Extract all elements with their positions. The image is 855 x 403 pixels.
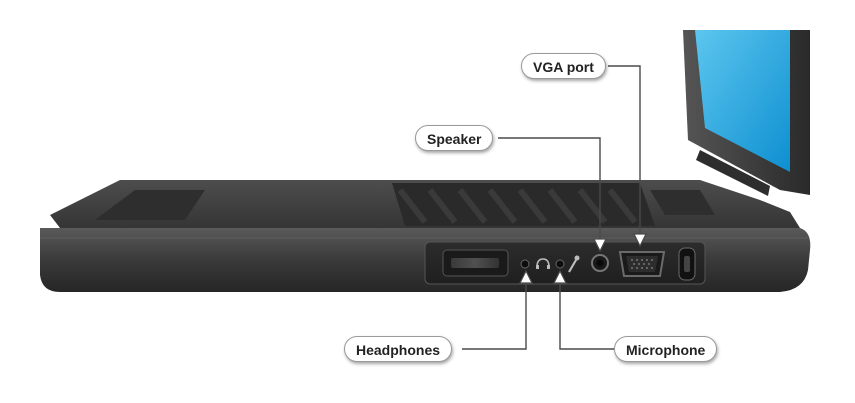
usb-port <box>442 249 509 277</box>
headphones-jack <box>520 259 530 269</box>
touchpad <box>95 190 205 220</box>
vga-port-label: VGA port <box>521 53 606 79</box>
speaker-label: Speaker <box>415 125 494 151</box>
keyboard-area <box>392 183 655 226</box>
vga-port-arrow <box>633 233 647 248</box>
speaker-arrow <box>593 238 607 253</box>
microphone-icon <box>568 255 580 273</box>
headphones-label: Headphones <box>344 336 453 362</box>
microphone-arrow <box>553 269 567 284</box>
headphones-icon <box>536 258 550 269</box>
speaker-leader <box>498 137 601 243</box>
vga-port-leader <box>608 65 641 238</box>
headphones-arrow <box>519 269 533 284</box>
laptop-screen <box>695 30 790 172</box>
microphone-label: Microphone <box>614 336 718 362</box>
vga-port-connector <box>618 251 666 277</box>
microphone-jack <box>555 259 565 269</box>
security-slot <box>678 247 696 281</box>
headphones-leader <box>462 278 527 350</box>
laptop-lid <box>683 30 810 196</box>
microphone-leader <box>559 278 614 350</box>
